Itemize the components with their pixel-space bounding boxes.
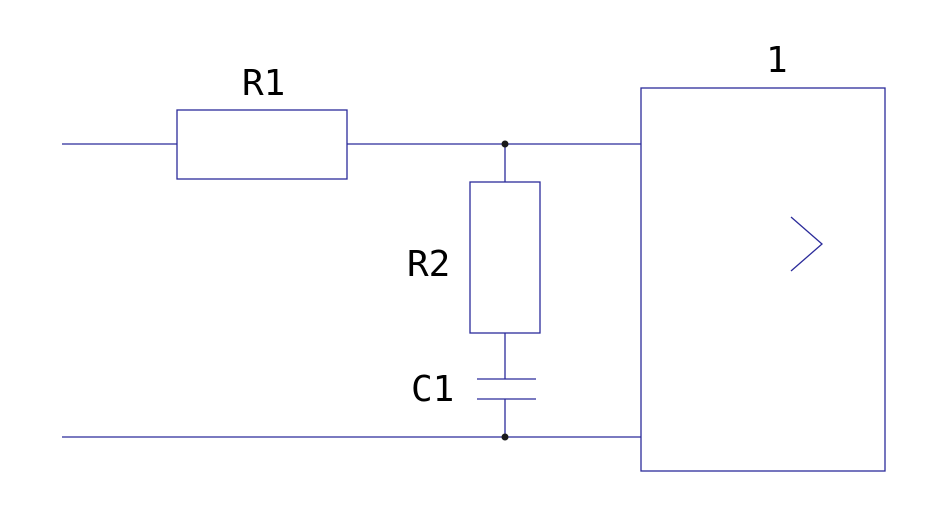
block-1 xyxy=(640,87,886,472)
label-c1: C1 xyxy=(411,369,454,410)
label-r1: R1 xyxy=(242,63,285,104)
label-block-1: 1 xyxy=(766,40,788,81)
label-r2: R2 xyxy=(407,244,450,285)
comparator-symbol xyxy=(790,216,823,272)
resistor-r1 xyxy=(176,109,348,180)
junction-top xyxy=(501,140,509,148)
junction-bottom xyxy=(501,433,509,441)
resistor-r2 xyxy=(469,181,541,334)
